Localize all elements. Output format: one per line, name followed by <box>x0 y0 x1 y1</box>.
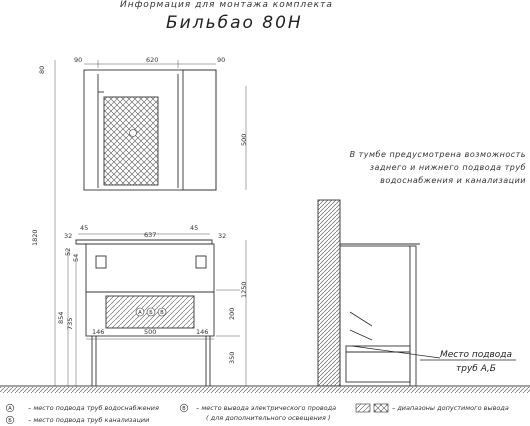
dim-80: 80 <box>38 65 46 74</box>
dim-90-right: 90 <box>217 56 226 64</box>
marker-label-B: Б <box>149 310 153 316</box>
dim-32-left: 32 <box>64 232 73 240</box>
dim-1250: 1250 <box>240 281 248 298</box>
legend-text-A: – место подвода труб водоснабжения <box>28 404 159 412</box>
dim-500-mirror: 500 <box>240 133 248 146</box>
dimension-lines <box>54 60 247 386</box>
marker-label-A: A <box>138 310 142 316</box>
marker-C <box>157 307 167 317</box>
callout-line-2: труб А,Б <box>456 364 496 374</box>
dim-90-left: 90 <box>74 56 83 64</box>
legend-text-B: – место подвода труб канализации <box>28 416 150 424</box>
page-title: Бильбао 80Н <box>166 13 303 33</box>
dim-45-right: 45 <box>190 224 199 232</box>
side-view <box>317 199 420 387</box>
note-line-3: водоснабжения и канализации <box>380 176 526 185</box>
vanity-cabinet <box>75 239 215 386</box>
dim-735: 735 <box>66 317 74 330</box>
dim-637: 637 <box>144 231 157 239</box>
dim-1820: 1820 <box>31 229 39 246</box>
legend-text-hatch: – диапазоны допустимого вывода <box>392 404 509 412</box>
dim-146-right: 146 <box>196 328 209 336</box>
dim-200: 200 <box>228 307 236 320</box>
legend-text-C: – место вывода электрического провода <box>196 404 337 412</box>
marker-A <box>135 307 145 317</box>
callout-line-1: Место подвода <box>440 350 513 360</box>
note-line-1: В тумбе предусмотрена возможность <box>349 150 526 159</box>
marker-B <box>146 307 156 317</box>
dim-32-right: 32 <box>218 232 227 240</box>
page-subtitle: Информация для монтажа комплекта <box>120 0 333 10</box>
legend-text-C-note: ( для дополнительного освещения ) <box>206 414 331 422</box>
marker-mirror <box>129 129 137 137</box>
dim-146-left: 146 <box>92 328 105 336</box>
dim-45-left: 45 <box>80 224 89 232</box>
dim-52: 52 <box>64 247 72 256</box>
dim-620: 620 <box>146 56 159 64</box>
dim-500-zone: 500 <box>144 328 157 336</box>
mirror-cabinet <box>83 69 217 191</box>
callout-leader <box>351 345 516 361</box>
pipe-markers <box>129 129 167 317</box>
note-line-2: заднего и нижнего подвода труб <box>369 163 526 172</box>
dim-350: 350 <box>228 351 236 364</box>
floor <box>0 385 530 393</box>
dim-854: 854 <box>57 311 65 324</box>
dim-54: 54 <box>72 253 80 262</box>
marker-label-C: В <box>160 310 164 316</box>
